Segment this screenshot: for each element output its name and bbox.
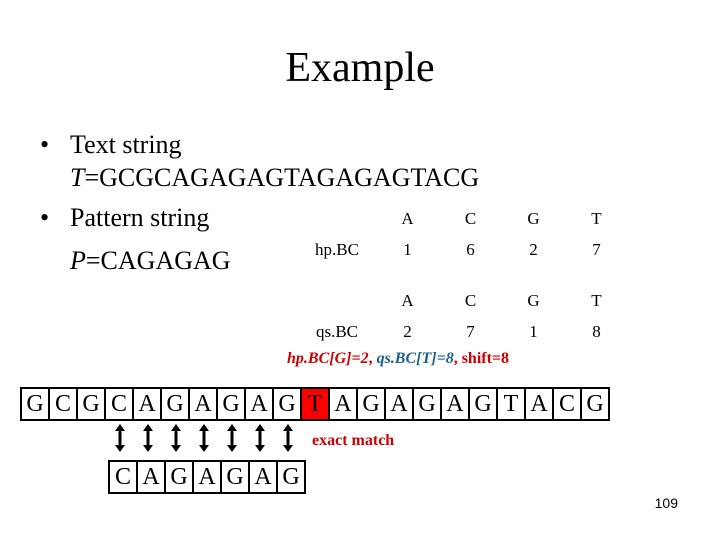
- shift-computation: hp.BC[G]=2, qs.BC[T]=8, shift=8: [287, 350, 509, 368]
- char-box: C: [104, 387, 134, 421]
- double-arrow-icon: [255, 424, 265, 452]
- char-box: T: [496, 387, 526, 421]
- hp-bc-lookup: hp.BC[G]=2: [287, 350, 369, 367]
- char-box: A: [188, 387, 218, 421]
- char-box: A: [384, 387, 414, 421]
- value-cell: 2: [529, 239, 538, 259]
- shift-value: , shift=8: [453, 350, 510, 367]
- char-box: C: [108, 460, 138, 494]
- double-arrow-icon: [227, 424, 237, 452]
- double-arrow-icon: [283, 424, 293, 452]
- pattern-var: P: [70, 246, 86, 275]
- char-box: G: [468, 387, 498, 421]
- value-cell: 1: [529, 321, 538, 341]
- bullet-label: Text string: [70, 130, 182, 159]
- char-box: A: [192, 460, 222, 494]
- char-box: A: [136, 460, 166, 494]
- table-row: hp.BC 1 6 2 7: [298, 234, 628, 265]
- char-box: C: [48, 387, 78, 421]
- char-box: A: [328, 387, 358, 421]
- value-cell: 1: [403, 239, 412, 259]
- hp-bc-table: A C G T hp.BC 1 6 2 7: [298, 203, 628, 265]
- header-cell: A: [401, 290, 414, 310]
- header-cell: G: [527, 208, 540, 228]
- slide-title: Example: [285, 45, 435, 91]
- char-box: G: [164, 460, 194, 494]
- double-arrow-icon: [199, 424, 209, 452]
- separator: ,: [368, 350, 377, 367]
- char-box: A: [440, 387, 470, 421]
- text-string-value: T=GCGCAGAGAGTAGAGAGTACG: [70, 163, 479, 193]
- bullet-marker: •: [40, 130, 50, 159]
- header-cell: T: [591, 208, 602, 228]
- char-box: A: [524, 387, 554, 421]
- table-row: A C G T: [298, 203, 628, 234]
- char-box: G: [216, 387, 246, 421]
- text-value: =GCGCAGAGAGTAGAGAGTACG: [84, 163, 480, 192]
- page-number: 109: [654, 495, 678, 511]
- char-box: A: [244, 387, 274, 421]
- char-box: C: [552, 387, 582, 421]
- char-box: G: [412, 387, 442, 421]
- char-box: A: [248, 460, 278, 494]
- value-cell: 7: [592, 239, 601, 259]
- exact-match-label: exact match: [312, 432, 395, 449]
- char-box: A: [132, 387, 162, 421]
- bullet-label: Pattern string: [70, 203, 210, 232]
- char-box: G: [580, 387, 610, 421]
- bullet-marker: •: [40, 203, 50, 232]
- match-arrows: [115, 424, 293, 452]
- char-box: G: [76, 387, 106, 421]
- row-label: hp.BC: [315, 239, 359, 259]
- double-arrow-icon: [115, 424, 125, 452]
- value-cell: 2: [403, 321, 412, 341]
- header-cell: C: [464, 290, 477, 310]
- pattern-string-value: P=CAGAGAG: [70, 246, 231, 276]
- char-box: G: [20, 387, 50, 421]
- double-arrow-icon: [143, 424, 153, 452]
- pattern-value: =CAGAGAG: [85, 246, 231, 275]
- char-box: T: [300, 387, 330, 421]
- header-cell: A: [401, 208, 414, 228]
- value-cell: 8: [592, 321, 601, 341]
- char-box: G: [160, 387, 190, 421]
- text-var: T: [70, 163, 85, 192]
- value-cell: 6: [466, 239, 475, 259]
- value-cell: 7: [466, 321, 475, 341]
- char-box: G: [272, 387, 302, 421]
- header-cell: C: [464, 208, 477, 228]
- bullet-text-string: • Text string: [40, 130, 182, 160]
- qs-bc-table: A C G T qs.BC 2 7 1 8: [298, 285, 628, 347]
- double-arrow-icon: [171, 424, 181, 452]
- qs-bc-lookup: qs.BC[T]=8: [376, 350, 454, 367]
- char-box: G: [276, 460, 306, 494]
- row-label: qs.BC: [315, 321, 359, 341]
- header-cell: T: [591, 290, 602, 310]
- table-row: qs.BC 2 7 1 8: [298, 316, 628, 347]
- table-row: A C G T: [298, 285, 628, 316]
- char-box: G: [356, 387, 386, 421]
- bullet-pattern-string: • Pattern string: [40, 203, 209, 233]
- header-cell: G: [527, 290, 540, 310]
- char-box: G: [220, 460, 250, 494]
